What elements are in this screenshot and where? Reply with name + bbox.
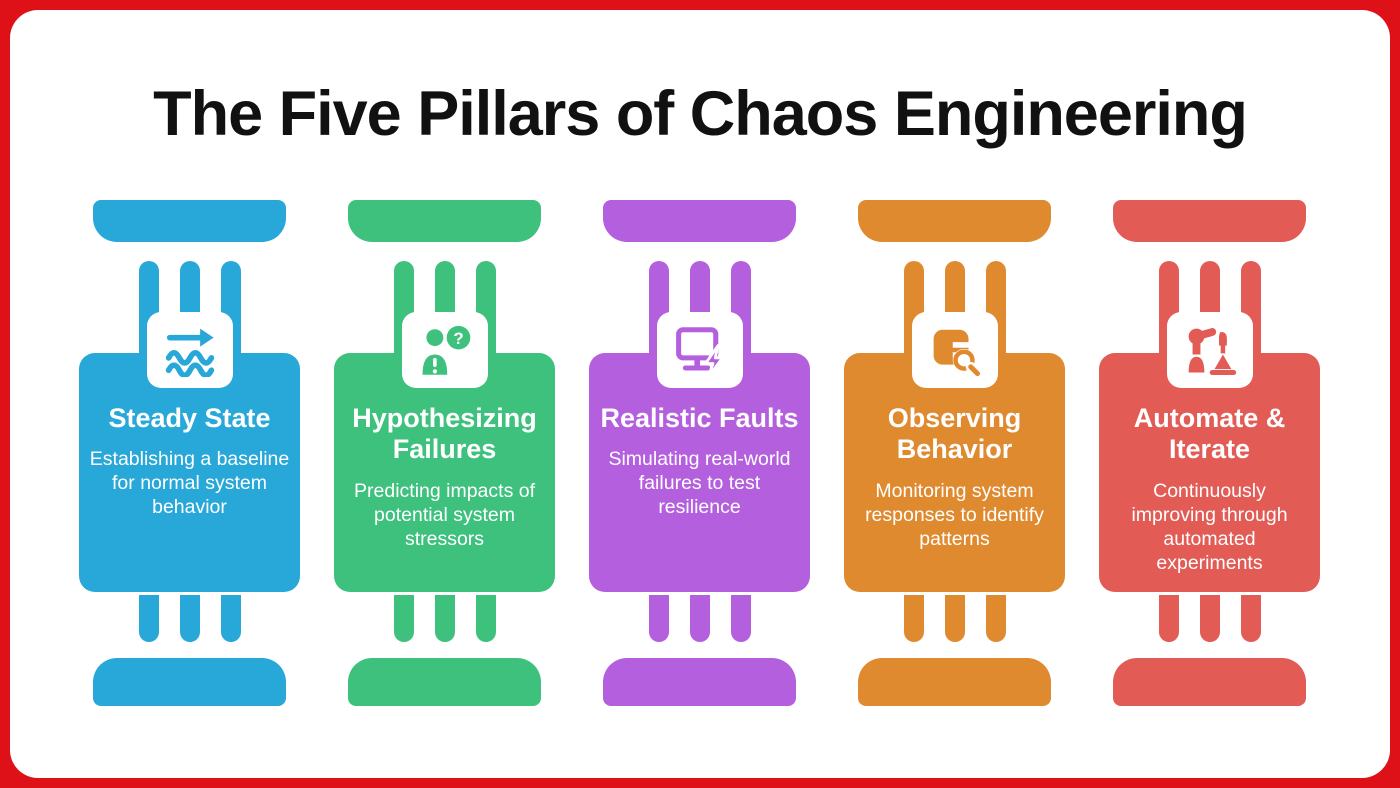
pillar-description: Establishing a baseline for normal syste… — [89, 448, 290, 519]
pillar-observing-behavior: Observing Behavior Monitoring system res… — [844, 200, 1065, 706]
pillar-base — [93, 658, 286, 706]
pillar-automate-iterate: Automate & Iterate Continuously improvin… — [1099, 200, 1320, 706]
pillar-base — [603, 658, 796, 706]
pillar-bottom-flutes — [334, 595, 555, 642]
pillar-card: Realistic Faults Simulating real-world f… — [589, 353, 810, 592]
pillar-description: Simulating real-world failures to test r… — [608, 448, 791, 519]
pillar-description: Continuously improving through automated… — [1131, 479, 1288, 574]
pillar-capital — [348, 200, 541, 242]
pillar-bottom-flutes — [79, 595, 300, 642]
robot-arm-flask-icon — [1166, 312, 1253, 388]
pillar-base — [1113, 658, 1306, 706]
pillar-capital — [93, 200, 286, 242]
monitor-lightning-icon — [656, 312, 743, 388]
pillar-bottom-flutes — [1099, 595, 1320, 642]
pillar-base — [348, 658, 541, 706]
pillar-card: Hypothesizing Failures Predicting impact… — [334, 353, 555, 592]
svg-text:?: ? — [453, 329, 463, 348]
pillar-card: Automate & Iterate Continuously improvin… — [1099, 353, 1320, 592]
pillar-card: Observing Behavior Monitoring system res… — [844, 353, 1065, 592]
pillar-description: Predicting impacts of potential system s… — [354, 479, 535, 550]
pillar-bottom-flutes — [844, 595, 1065, 642]
pillar-steady-state: Steady State Establishing a baseline for… — [79, 200, 300, 706]
pillar-hypothesizing-failures: Hypothesizing Failures Predicting impact… — [334, 200, 555, 706]
page-title: The Five Pillars of Chaos Engineering — [153, 79, 1248, 149]
pillar-title: Steady State — [108, 403, 271, 433]
pillar-capital — [1113, 200, 1306, 242]
pillars-row: Steady State Establishing a baseline for… — [79, 200, 1320, 706]
pillar-capital — [603, 200, 796, 242]
pillar-title: Observing Behavior — [887, 403, 1022, 465]
flow-waves-arrow-icon — [146, 312, 233, 388]
pillar-description: Monitoring system responses to identify … — [865, 479, 1044, 550]
pillar-base — [858, 658, 1051, 706]
pillar-title: Realistic Faults — [600, 403, 799, 433]
pillar-capital — [858, 200, 1051, 242]
log-magnifier-icon — [911, 312, 998, 388]
person-question-icon: ? — [401, 312, 488, 388]
pillar-bottom-flutes — [589, 595, 810, 642]
pillar-title: Hypothesizing Failures — [352, 403, 537, 465]
pillar-title: Automate & Iterate — [1133, 403, 1286, 465]
pillar-card: Steady State Establishing a baseline for… — [79, 353, 300, 592]
pillar-realistic-faults: Realistic Faults Simulating real-world f… — [589, 200, 810, 706]
